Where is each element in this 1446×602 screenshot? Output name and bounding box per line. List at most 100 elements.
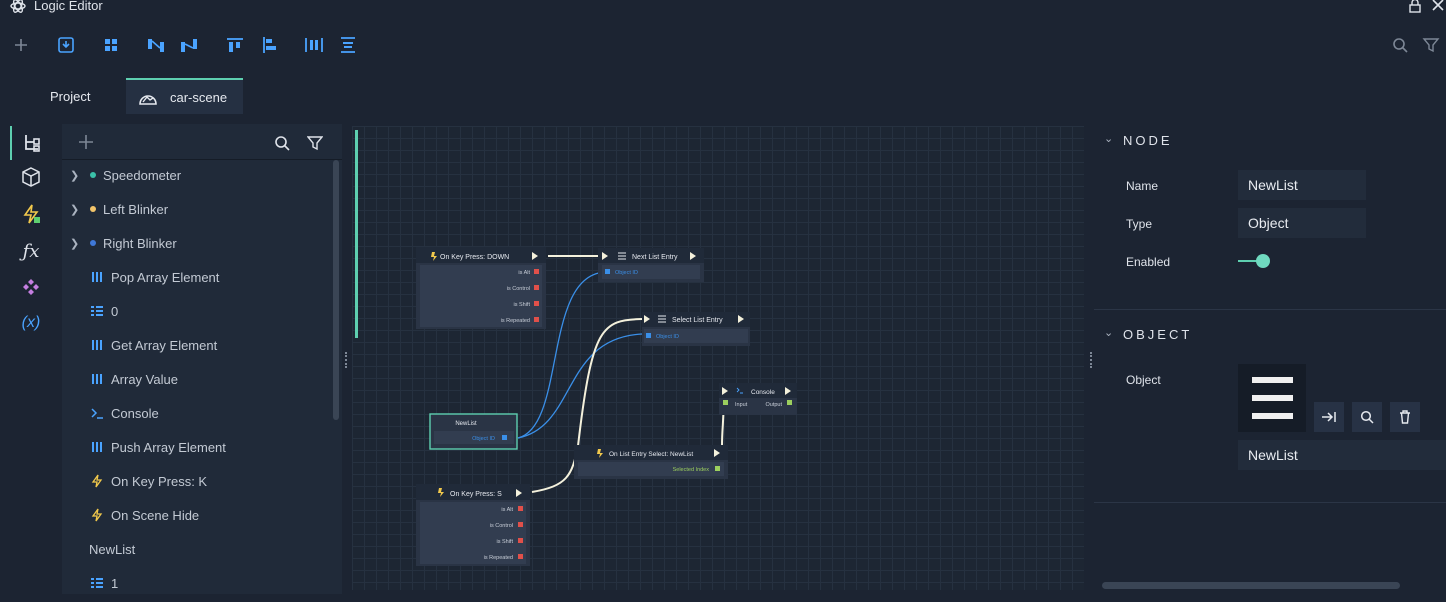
enabled-toggle[interactable]	[1256, 254, 1270, 268]
bool-port[interactable]	[534, 317, 539, 322]
splitter-handle[interactable]	[345, 352, 347, 368]
node-title: On Key Press: S	[450, 491, 502, 498]
entity-dot-icon	[90, 206, 96, 212]
hierarchy-icon[interactable]	[10, 126, 52, 160]
align-left-icon[interactable]	[260, 36, 280, 54]
layout-down-icon[interactable]	[146, 36, 166, 54]
logic-graph[interactable]: On Key Press: DOWN is Alt is Control is …	[352, 126, 1084, 590]
outliner-item[interactable]: Push Array Element	[62, 430, 332, 464]
array-icon	[90, 372, 104, 386]
grid-icon[interactable]	[101, 36, 121, 54]
object-port[interactable]	[605, 269, 610, 274]
outliner-item[interactable]: On Scene Hide	[62, 498, 332, 532]
cube-icon[interactable]	[10, 160, 52, 194]
assign-selected-button[interactable]	[1314, 402, 1344, 432]
flow-in-port[interactable]	[722, 387, 728, 395]
input-port[interactable]	[723, 400, 728, 405]
layout-up-icon[interactable]	[179, 36, 199, 54]
bolt-icon	[90, 474, 104, 488]
tab-car-scene[interactable]: car-scene	[126, 78, 243, 114]
clear-object-button[interactable]	[1390, 402, 1420, 432]
chevron-right-icon[interactable]: ❯	[70, 237, 80, 250]
flow-in-port[interactable]	[602, 252, 608, 260]
align-top-icon[interactable]	[225, 36, 245, 54]
chevron-down-icon[interactable]: ⌄	[1104, 133, 1114, 145]
save-icon[interactable]	[56, 36, 76, 54]
close-icon[interactable]	[1431, 0, 1445, 12]
outliner-item[interactable]: ❯Speedometer	[62, 158, 332, 192]
add-icon[interactable]	[11, 36, 31, 54]
chevron-down-icon[interactable]: ⌄	[1104, 327, 1114, 339]
splitter-handle[interactable]	[1090, 352, 1092, 368]
divider	[1094, 502, 1446, 503]
flow-out-port[interactable]	[785, 387, 791, 395]
bool-port[interactable]	[518, 506, 523, 511]
outliner-item[interactable]: 0	[62, 294, 332, 328]
node-on-key-press-s[interactable]: On Key Press: S is Alt is Control is Shi…	[416, 484, 530, 566]
outliner-item[interactable]: 1	[62, 566, 332, 600]
search-icon[interactable]	[274, 135, 290, 151]
chevron-right-icon[interactable]: ❯	[70, 203, 80, 216]
output-port[interactable]	[787, 400, 792, 405]
filter-icon[interactable]	[307, 135, 323, 151]
flow-out-port[interactable]	[738, 315, 744, 323]
outliner-item[interactable]: ❯Left Blinker	[62, 192, 332, 226]
object-label: Object	[1126, 373, 1161, 387]
outliner-item[interactable]: Get Array Element	[62, 328, 332, 362]
tab-bar: Project car-scene	[0, 78, 1446, 114]
bool-port[interactable]	[534, 301, 539, 306]
node-on-list-entry-select[interactable]: On List Entry Select: NewList Selected I…	[574, 445, 728, 479]
node-console[interactable]: Console Input Output	[719, 383, 797, 415]
node-select-list-entry[interactable]: Select List Entry Object ID	[642, 312, 750, 346]
object-field[interactable]: NewList	[1238, 440, 1446, 470]
outliner-item-label: Get Array Element	[111, 337, 218, 353]
outliner-item[interactable]: NewList	[62, 532, 332, 566]
flow-out-port[interactable]	[516, 489, 522, 497]
flow-in-port[interactable]	[644, 315, 650, 323]
bool-port[interactable]	[534, 285, 539, 290]
properties-scrollbar[interactable]	[1102, 582, 1400, 589]
flow-out-port[interactable]	[714, 449, 720, 457]
entity-dot-icon	[90, 240, 96, 246]
node-newlist[interactable]: NewList Object ID	[429, 413, 518, 450]
flow-out-port[interactable]	[532, 252, 538, 260]
distribute-vertical-icon[interactable]	[338, 36, 358, 54]
enabled-toggle-track[interactable]	[1238, 260, 1258, 262]
filter-icon[interactable]	[1421, 36, 1441, 54]
outliner-item[interactable]: Console	[62, 396, 332, 430]
outliner-item-label: Right Blinker	[103, 235, 177, 251]
wire-flow	[577, 318, 643, 447]
outliner-scrollbar[interactable]	[333, 160, 339, 420]
event-icon[interactable]	[10, 197, 52, 231]
function-icon[interactable]: ƒx	[22, 240, 40, 262]
outliner-item[interactable]: Pop Array Element	[62, 260, 332, 294]
object-port[interactable]	[646, 333, 651, 338]
distribute-horizontal-icon[interactable]	[304, 36, 324, 54]
object-port[interactable]	[502, 435, 507, 440]
bool-port[interactable]	[534, 269, 539, 274]
tab-project[interactable]: Project	[50, 78, 90, 114]
outliner-item-label: 0	[111, 303, 119, 319]
component-icon[interactable]	[10, 270, 52, 304]
node-next-list-entry[interactable]: Next List Entry Object ID	[598, 248, 704, 282]
add-icon[interactable]	[78, 134, 94, 150]
lock-icon[interactable]	[1408, 0, 1422, 13]
locate-object-button[interactable]	[1352, 402, 1382, 432]
bool-port[interactable]	[518, 554, 523, 559]
name-field[interactable]: NewList	[1238, 170, 1366, 200]
outliner-item[interactable]: Array Value	[62, 362, 332, 396]
object-value: NewList	[1248, 447, 1298, 463]
graph-canvas[interactable]: On Key Press: DOWN is Alt is Control is …	[352, 126, 1084, 590]
chevron-right-icon[interactable]: ❯	[70, 169, 80, 182]
node-title: NewList	[455, 421, 477, 427]
flow-out-port[interactable]	[690, 252, 696, 260]
node-on-key-press-down[interactable]: On Key Press: DOWN is Alt is Control is …	[416, 247, 546, 329]
bool-port[interactable]	[518, 538, 523, 543]
int-port[interactable]	[715, 466, 720, 471]
variable-x-icon[interactable]: (x)	[21, 314, 41, 331]
bool-port[interactable]	[518, 522, 523, 527]
outliner-item[interactable]: On Key Press: K	[62, 464, 332, 498]
search-icon[interactable]	[1390, 36, 1410, 54]
outliner-item[interactable]: ❯ Right Blinker	[62, 226, 332, 260]
list-icon	[658, 315, 666, 323]
